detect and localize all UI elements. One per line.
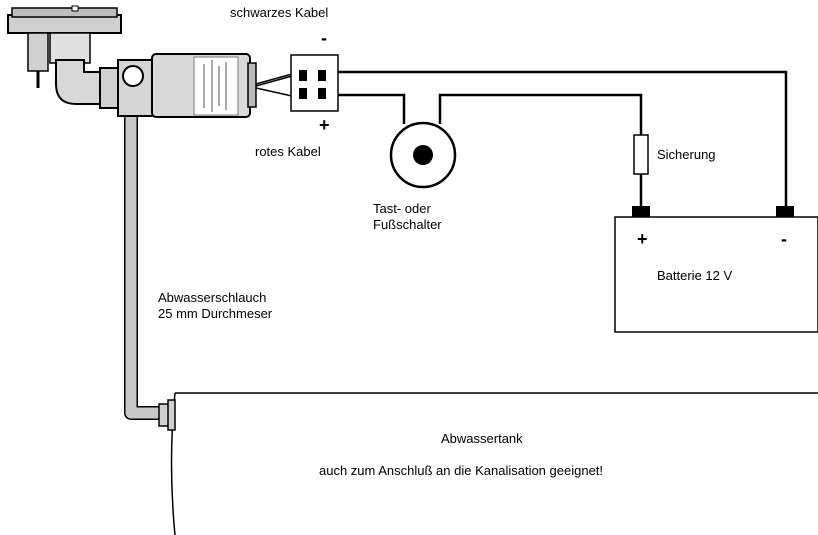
switch-label-line2: Fußschalter xyxy=(373,217,442,232)
switch-label-line1: Tast- oder xyxy=(373,201,431,216)
black-cable-label: schwarzes Kabel xyxy=(230,5,328,20)
connector-minus-sign: - xyxy=(321,28,327,48)
waste-hose xyxy=(124,104,160,420)
connector-plus-sign: + xyxy=(319,115,330,135)
battery-minus-terminal xyxy=(776,206,794,217)
tank-title: Abwassertank xyxy=(441,431,523,446)
negative-wire xyxy=(338,70,788,207)
hose-label-line1: Abwasserschlauch xyxy=(158,290,266,305)
pump-motor xyxy=(117,53,257,118)
wires xyxy=(338,70,788,207)
red-cable-label: rotes Kabel xyxy=(255,144,321,159)
battery-plus-sign: + xyxy=(637,229,648,249)
elbow-pipe xyxy=(55,59,121,109)
switch-to-fuse-wire xyxy=(438,93,643,135)
toilet-outlet xyxy=(7,5,122,88)
fuse xyxy=(633,134,649,175)
battery-plus-terminal xyxy=(632,206,650,217)
foot-switch xyxy=(389,121,457,189)
battery xyxy=(614,206,818,333)
tank-subtitle: auch zum Anschluß an die Kanalisation ge… xyxy=(319,463,603,478)
pump-cables xyxy=(255,73,293,97)
battery-label: Batterie 12 V xyxy=(657,268,732,283)
connector-block xyxy=(290,54,339,112)
fuse-label: Sicherung xyxy=(657,147,716,162)
battery-minus-sign: - xyxy=(781,229,787,249)
positive-wire-to-switch xyxy=(338,93,406,124)
hose-label-line2: 25 mm Durchmeser xyxy=(158,306,273,321)
waste-tank xyxy=(158,392,818,535)
